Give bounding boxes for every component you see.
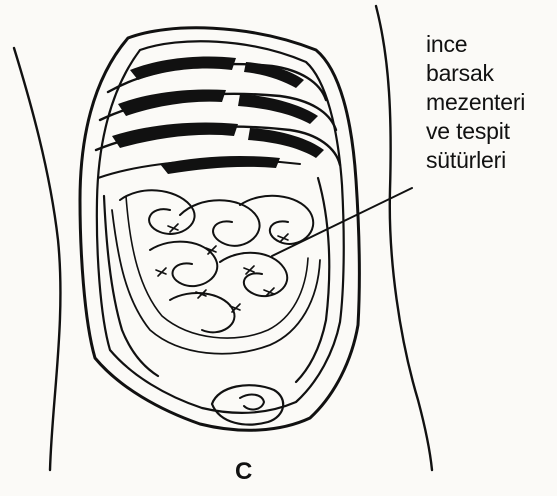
annotation-line-3: mezenteri (426, 88, 525, 117)
annotation-line-1: ince (426, 30, 525, 59)
shade-band-6 (248, 128, 324, 158)
colon-descending (296, 178, 329, 382)
small-intestine-coil-6 (170, 293, 235, 332)
suture-mark-7 (156, 268, 166, 276)
small-intestine-coil-3 (240, 196, 313, 244)
annotation-line-2: barsak (426, 59, 525, 88)
pelvic-pouch (212, 385, 283, 424)
shade-band-7 (160, 156, 280, 174)
torso-right-outline (376, 6, 432, 470)
shade-band-1 (130, 57, 236, 81)
small-intestine-coil-5 (220, 253, 287, 296)
suture-mark-1 (168, 224, 178, 232)
shade-band-3 (118, 90, 226, 116)
annotation-callout: ince barsak mezenteri ve tespit sütürler… (426, 30, 525, 175)
shade-band-5 (112, 123, 238, 149)
annotation-line-5: sütürleri (426, 146, 525, 175)
torso-left-outline (14, 48, 60, 470)
annotation-line-4: ve tespit (426, 117, 525, 146)
incision-outer-frame (80, 28, 359, 430)
pelvic-pouch-inner (240, 395, 264, 410)
shade-band-4 (238, 94, 318, 124)
panel-label: C (235, 458, 252, 486)
